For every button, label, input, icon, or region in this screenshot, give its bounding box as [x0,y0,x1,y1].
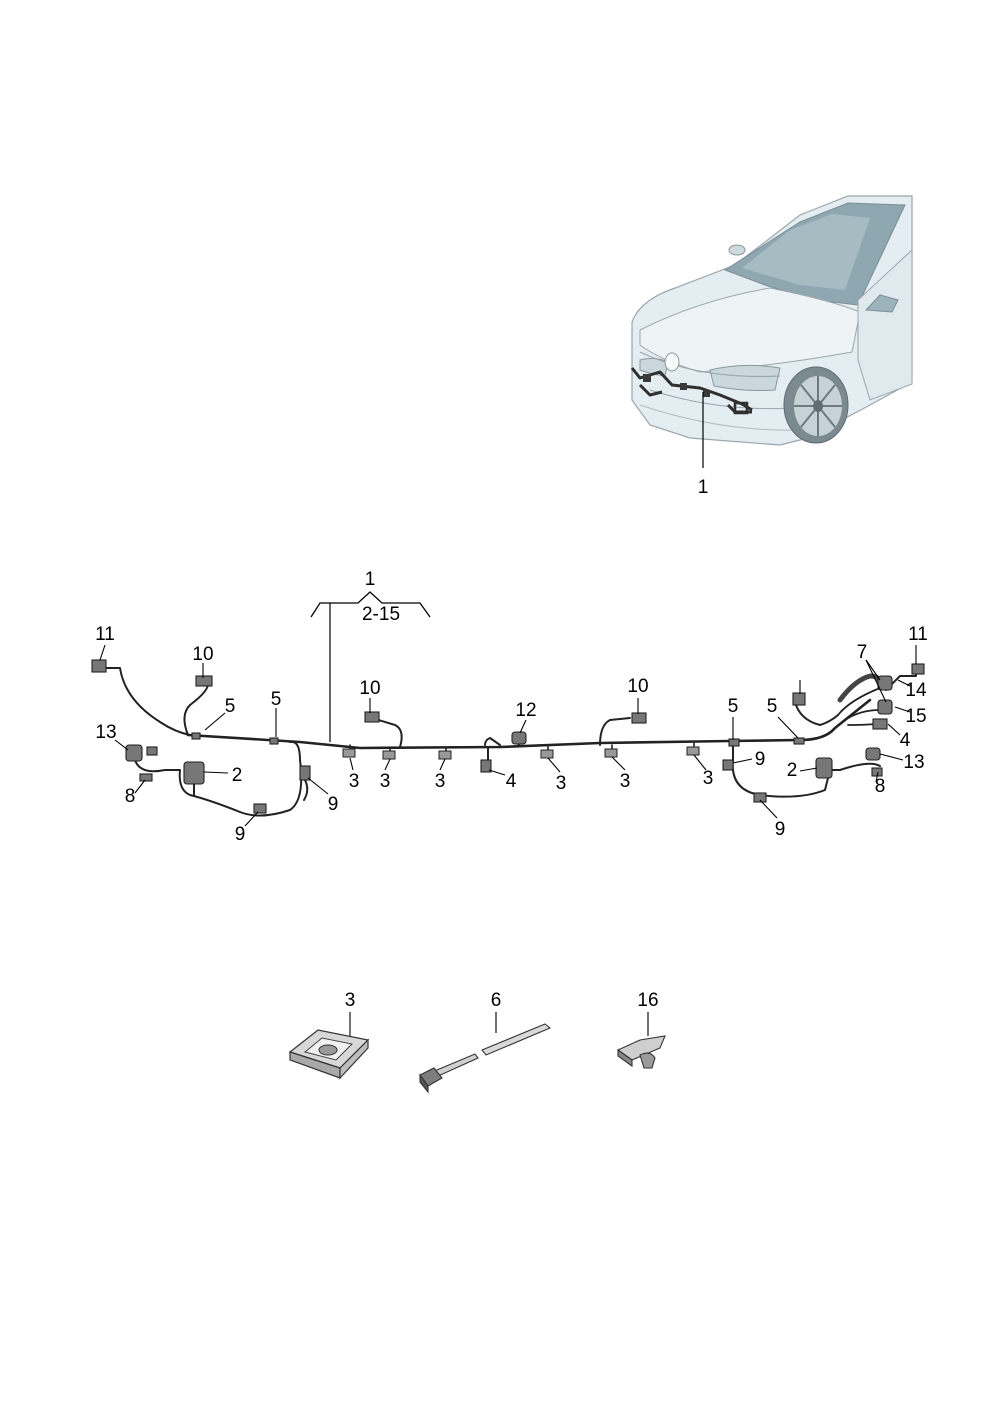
callout-12: 12 [515,700,536,721]
callout-3-f: 3 [703,768,714,789]
callout-2-right: 2 [787,760,798,781]
callout-10-left: 10 [192,644,213,665]
callout-3-b: 3 [380,771,391,792]
callout-10-mid: 10 [359,678,380,699]
callout-3-a: 3 [349,771,360,792]
detail-part-cable-tie: 6 [419,990,552,1094]
clip-callout: 3 [345,990,356,1011]
car-illustration: 1 [630,195,913,498]
callout-14: 14 [905,680,927,701]
detail-part-holder: 16 [616,990,666,1069]
harness-callout-1: 1 [365,569,376,590]
detail-part-clip: 3 [288,990,370,1080]
harness-range-label: 2-15 [362,604,400,625]
callout-3-d: 3 [556,773,567,794]
callout-3-c: 3 [435,771,446,792]
group-bracket [310,591,431,618]
callout-13-right: 13 [903,752,924,773]
wiring-harness: 1 2-15 [91,569,928,845]
callout-7: 7 [857,642,868,663]
callout-5-right-a: 5 [728,696,739,717]
callout-5-left-a: 5 [225,696,236,717]
cable-tie-callout: 6 [491,990,502,1011]
callout-5-left-b: 5 [271,689,282,710]
callout-9-right-b: 9 [775,819,786,840]
callout-8-left: 8 [125,786,136,807]
callout-11-left: 11 [95,624,115,645]
callout-2-left: 2 [232,765,243,786]
holder-callout: 16 [637,990,658,1011]
callout-9-left-a: 9 [235,824,246,845]
callout-3-e: 3 [620,771,631,792]
callout-8-right: 8 [875,776,886,797]
callout-10-mid-right: 10 [627,676,648,697]
callout-4-mid: 4 [506,771,517,792]
callout-11-right: 11 [908,624,928,645]
callout-5-right-b: 5 [767,696,778,717]
callout-15: 15 [905,706,926,727]
car-callout-1: 1 [698,477,709,498]
callout-9-left-b: 9 [328,794,339,815]
callout-9-right-a: 9 [755,749,766,770]
callout-4-right: 4 [900,730,911,751]
callout-13-left: 13 [95,722,116,743]
